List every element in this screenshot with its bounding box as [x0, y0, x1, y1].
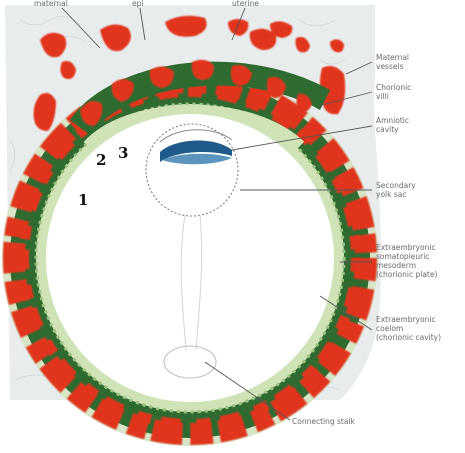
marker-3: 3 — [118, 144, 128, 162]
label-maternal-vessels-2: vessels — [376, 62, 404, 71]
label-coelom-1: Extraembryonic — [376, 315, 436, 324]
label-top-left: maternal — [34, 0, 68, 8]
label-top-mid: epi — [132, 0, 143, 8]
label-yolk-sac-1: Secondary — [376, 181, 416, 190]
label-chorionic-villi-2: villi — [376, 92, 389, 101]
marker-2: 2 — [96, 151, 106, 169]
label-coelom-3: (chorionic cavity) — [376, 333, 441, 342]
label-yolk-sac-2: yolk sac — [376, 190, 406, 199]
marker-1: 1 — [78, 191, 88, 209]
label-connecting-stalk: Connecting stalk — [292, 417, 356, 426]
label-somatopleuric-4: (chorionic plate) — [376, 270, 437, 279]
label-somatopleuric-3: mesoderm — [376, 261, 416, 270]
amnion-yolk-outline — [146, 124, 238, 216]
label-coelom-2: coelom — [376, 324, 403, 333]
label-top-right: uterine — [232, 0, 259, 8]
label-somatopleuric-1: Extraembryonic — [376, 243, 436, 252]
label-maternal-vessels-1: Maternal — [376, 53, 409, 62]
label-somatopleuric-2: somatopleuric — [376, 252, 429, 261]
label-amniotic-cavity-1: Amniotic — [376, 116, 409, 125]
label-chorionic-villi-1: Chorionic — [376, 83, 411, 92]
label-amniotic-cavity-2: cavity — [376, 125, 399, 134]
